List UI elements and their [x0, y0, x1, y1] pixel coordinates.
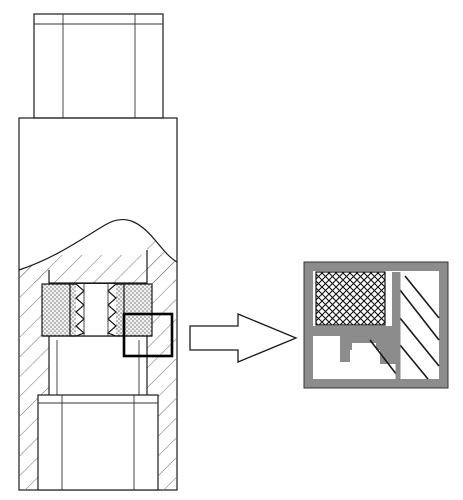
bottom-socket — [37, 394, 159, 491]
break-line — [18, 218, 178, 271]
detail-highlight-box — [122, 312, 174, 358]
callout-arrow — [189, 313, 298, 363]
top-stem — [33, 13, 164, 119]
detail-insert — [398, 272, 439, 379]
magnified-detail-view — [303, 261, 449, 389]
detail-housing — [313, 272, 398, 336]
dotted-seal-ring — [41, 283, 153, 337]
detail-seal — [315, 271, 386, 326]
